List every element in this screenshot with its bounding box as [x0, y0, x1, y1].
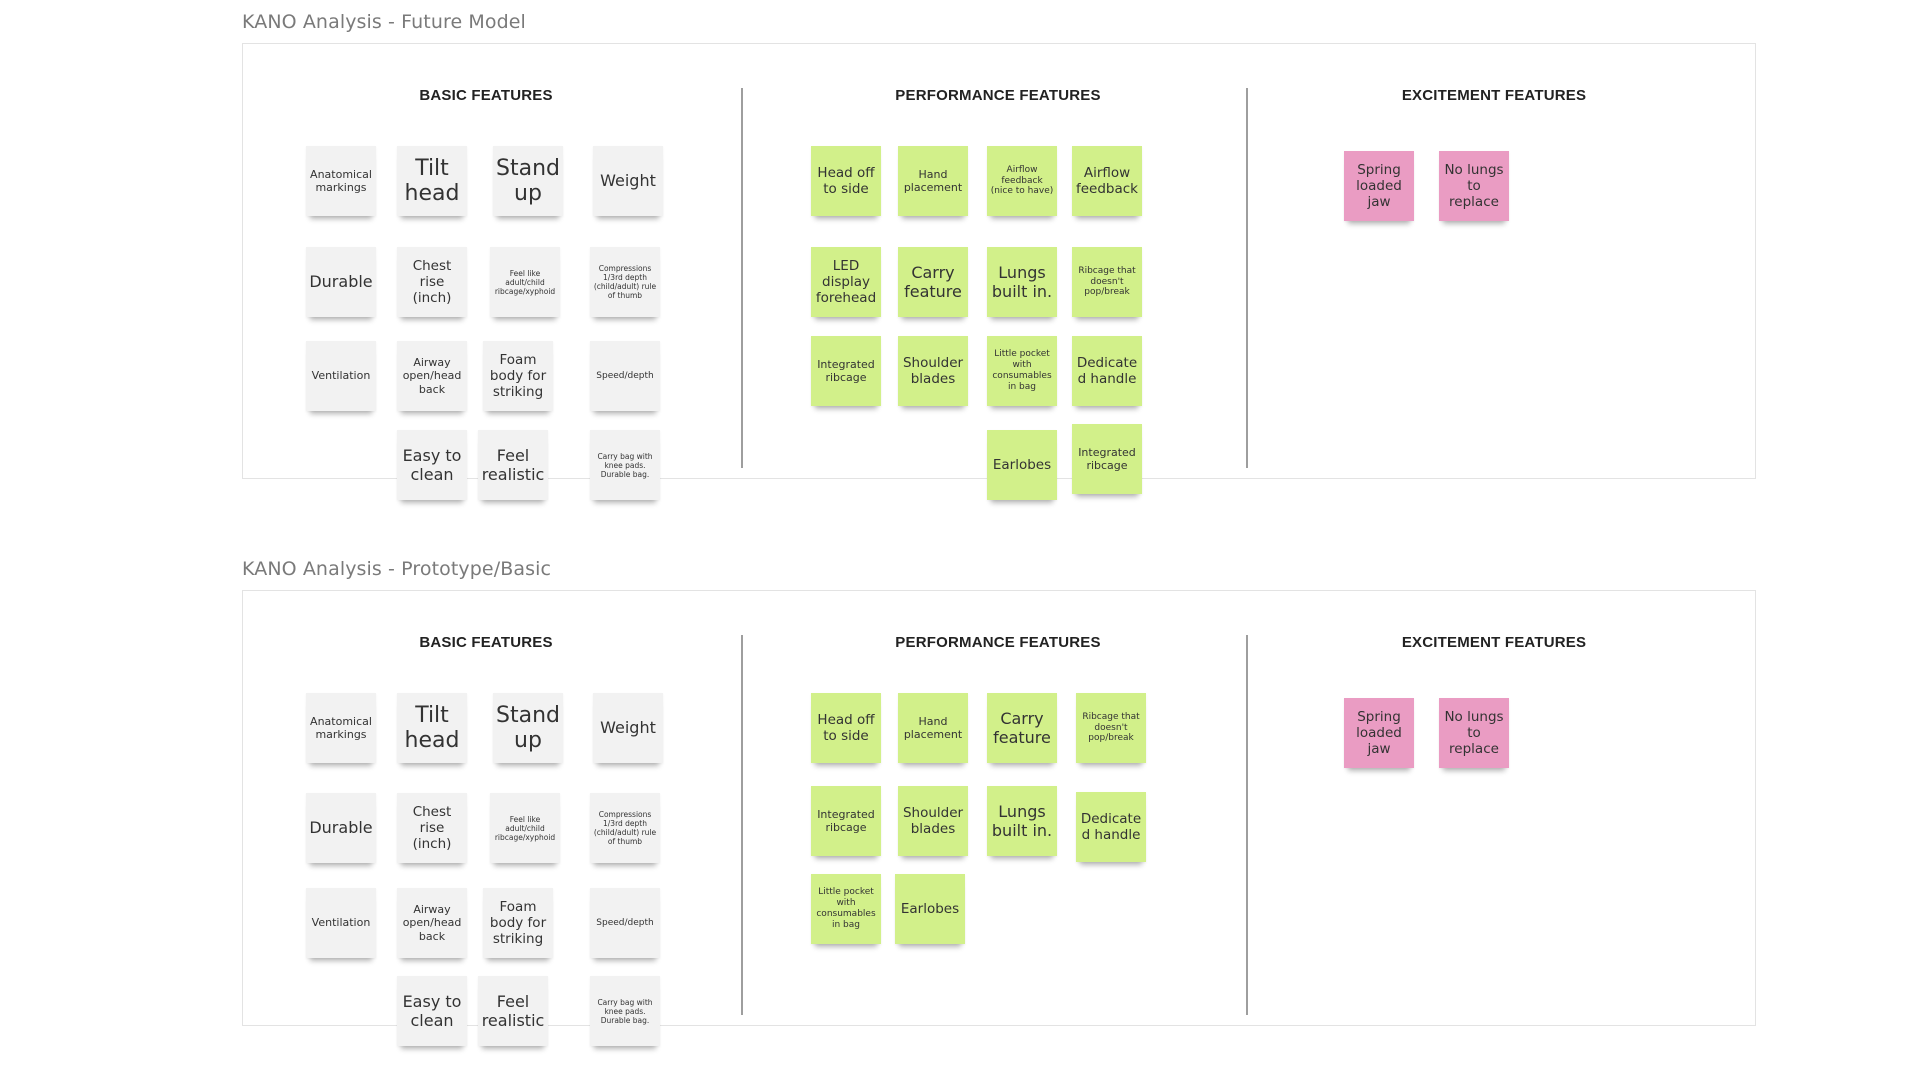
sticky-note[interactable]: Hand placement	[898, 693, 968, 763]
sticky-note[interactable]: Little pocket with consumables in bag	[987, 336, 1057, 406]
sticky-note[interactable]: Dedicated handle	[1072, 336, 1142, 406]
sticky-note[interactable]: Easy to clean	[397, 430, 467, 500]
kano-frame-prototype-basic[interactable]	[242, 590, 1756, 1026]
sticky-note[interactable]: Shoulder blades	[898, 336, 968, 406]
column-title-excitement: EXCITEMENT FEATURES	[1401, 87, 1587, 104]
board-title-prototype-basic: KANO Analysis - Prototype/Basic	[242, 558, 552, 580]
sticky-note[interactable]: Airway open/head back	[397, 888, 467, 958]
sticky-note[interactable]: LED display forehead	[811, 247, 881, 317]
sticky-note[interactable]: Spring loaded jaw	[1344, 151, 1414, 221]
sticky-note[interactable]: No lungs to replace	[1439, 698, 1509, 768]
sticky-note[interactable]: Speed/depth	[590, 341, 660, 411]
sticky-note[interactable]: Chest rise (inch)	[397, 793, 467, 863]
sticky-note[interactable]: Little pocket with consumables in bag	[811, 874, 881, 944]
sticky-note[interactable]: Dedicated handle	[1076, 792, 1146, 862]
sticky-note[interactable]: Integrated ribcage	[1072, 424, 1142, 494]
sticky-note[interactable]: Anatomical markings	[306, 146, 376, 216]
sticky-note[interactable]: Carry feature	[987, 693, 1057, 763]
sticky-note[interactable]: Ribcage that doesn't pop/break	[1072, 247, 1142, 317]
sticky-note[interactable]: Integrated ribcage	[811, 786, 881, 856]
sticky-note[interactable]: Easy to clean	[397, 976, 467, 1046]
sticky-note[interactable]: Foam body for striking	[483, 888, 553, 958]
sticky-note[interactable]: Weight	[593, 693, 663, 763]
column-title-performance: PERFORMANCE FEATURES	[895, 87, 1101, 104]
sticky-note[interactable]: Feel like adult/child ribcage/xyphoid	[490, 793, 560, 863]
sticky-note[interactable]: Lungs built in.	[987, 786, 1057, 856]
sticky-note[interactable]: Hand placement	[898, 146, 968, 216]
sticky-note[interactable]: Foam body for striking	[483, 341, 553, 411]
sticky-note[interactable]: Earlobes	[895, 874, 965, 944]
sticky-note[interactable]: Head off to side	[811, 146, 881, 216]
sticky-note[interactable]: Airflow feedback	[1072, 146, 1142, 216]
sticky-note[interactable]: Tilt head	[397, 693, 467, 763]
sticky-note[interactable]: Tilt head	[397, 146, 467, 216]
sticky-note[interactable]: Carry bag with knee pads. Durable bag.	[590, 976, 660, 1046]
sticky-note[interactable]: Durable	[306, 793, 376, 863]
sticky-note[interactable]: Weight	[593, 146, 663, 216]
sticky-note[interactable]: Airway open/head back	[397, 341, 467, 411]
sticky-note[interactable]: Compressions 1/3rd depth (child/adult) r…	[590, 247, 660, 317]
column-title-performance: PERFORMANCE FEATURES	[895, 634, 1101, 651]
sticky-note[interactable]: Carry bag with knee pads. Durable bag.	[590, 430, 660, 500]
column-divider	[741, 88, 743, 468]
sticky-note[interactable]: Spring loaded jaw	[1344, 698, 1414, 768]
sticky-note[interactable]: No lungs to replace	[1439, 151, 1509, 221]
sticky-note[interactable]: Carry feature	[898, 247, 968, 317]
sticky-note[interactable]: Stand up	[493, 146, 563, 216]
sticky-note[interactable]: Compressions 1/3rd depth (child/adult) r…	[590, 793, 660, 863]
column-title-basic: BASIC FEATURES	[419, 634, 553, 651]
column-divider	[1246, 635, 1248, 1015]
sticky-note[interactable]: Lungs built in.	[987, 247, 1057, 317]
sticky-note[interactable]: Airflow feedback (nice to have)	[987, 146, 1057, 216]
sticky-note[interactable]: Ventilation	[306, 341, 376, 411]
column-title-excitement: EXCITEMENT FEATURES	[1401, 634, 1587, 651]
sticky-note[interactable]: Speed/depth	[590, 888, 660, 958]
sticky-note[interactable]: Ribcage that doesn't pop/break	[1076, 693, 1146, 763]
column-title-basic: BASIC FEATURES	[419, 87, 553, 104]
sticky-note[interactable]: Feel realistic	[478, 976, 548, 1046]
column-divider	[1246, 88, 1248, 468]
sticky-note[interactable]: Shoulder blades	[898, 786, 968, 856]
sticky-note[interactable]: Feel like adult/child ribcage/xyphoid	[490, 247, 560, 317]
sticky-note[interactable]: Ventilation	[306, 888, 376, 958]
sticky-note[interactable]: Feel realistic	[478, 430, 548, 500]
sticky-note[interactable]: Chest rise (inch)	[397, 247, 467, 317]
column-divider	[741, 635, 743, 1015]
sticky-note[interactable]: Durable	[306, 247, 376, 317]
sticky-note[interactable]: Stand up	[493, 693, 563, 763]
sticky-note[interactable]: Integrated ribcage	[811, 336, 881, 406]
sticky-note[interactable]: Anatomical markings	[306, 693, 376, 763]
board-title-future-model: KANO Analysis - Future Model	[242, 11, 526, 33]
sticky-note[interactable]: Earlobes	[987, 430, 1057, 500]
sticky-note[interactable]: Head off to side	[811, 693, 881, 763]
